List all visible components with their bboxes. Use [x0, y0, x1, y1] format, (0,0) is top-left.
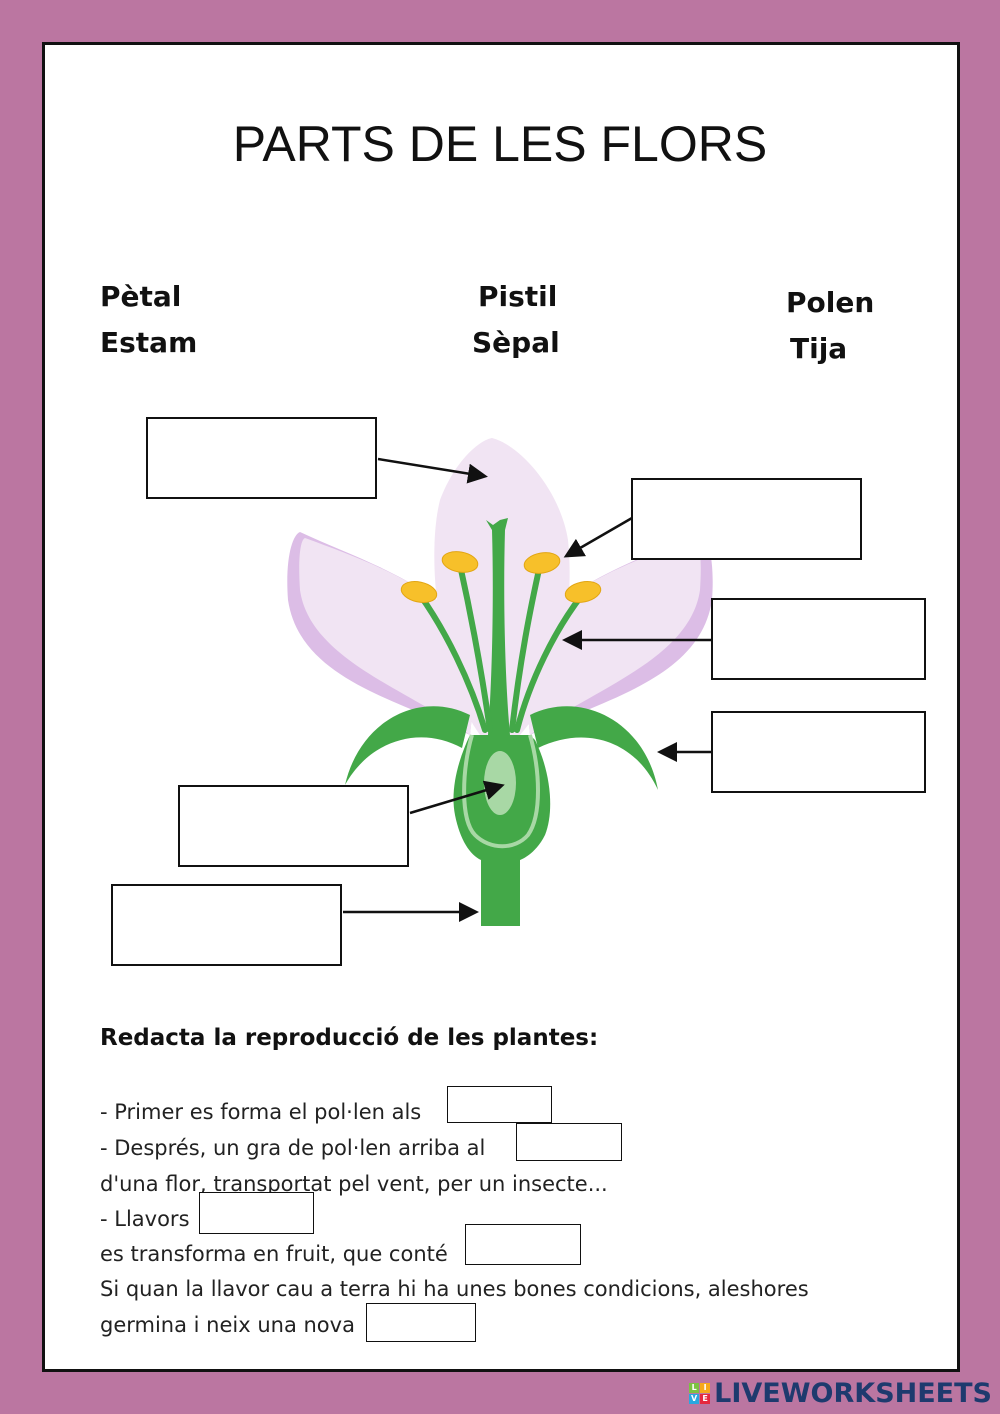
- text-line: - Llavors: [100, 1207, 190, 1231]
- text-line: germina i neix una nova: [100, 1313, 355, 1337]
- arrow: [563, 516, 633, 558]
- arrow: [409, 780, 505, 815]
- word-bank-item: Pistil: [478, 280, 558, 313]
- ovule: [484, 751, 516, 815]
- answer-field-4[interactable]: [465, 1224, 581, 1265]
- answer-box-pistil[interactable]: [178, 785, 409, 867]
- anther: [564, 581, 602, 603]
- text-line: Si quan la llavor cau a terra hi ha unes…: [100, 1277, 809, 1301]
- word-bank-item: Pètal: [100, 280, 182, 313]
- text-line: - Després, un gra de pol·len arriba al: [100, 1136, 486, 1160]
- answer-field-3[interactable]: [199, 1192, 314, 1234]
- answer-box-sepal[interactable]: [711, 711, 926, 793]
- word-bank-item: Tija: [790, 332, 848, 365]
- answer-box-stamen[interactable]: [711, 598, 926, 680]
- text-line: - Primer es forma el pol·len als: [100, 1100, 422, 1124]
- word-bank-item: Polen: [786, 286, 875, 319]
- answer-box-anther[interactable]: [631, 478, 862, 560]
- answer-field-1[interactable]: [447, 1086, 552, 1123]
- answer-field-5[interactable]: [366, 1303, 476, 1342]
- page-title: PARTS DE LES FLORS: [232, 116, 768, 172]
- text-line: d'una flor, transportat pel vent, per un…: [100, 1172, 608, 1196]
- anther: [523, 552, 561, 574]
- left-sepal: [345, 706, 470, 785]
- liveworksheets-logo: L I V E LIVEWORKSHEETS: [689, 1378, 992, 1409]
- word-bank-item: Sèpal: [472, 326, 560, 359]
- section-heading: Redacta la reproducció de les plantes:: [100, 1025, 599, 1051]
- answer-field-2[interactable]: [516, 1123, 622, 1161]
- anther: [400, 581, 438, 603]
- answer-box-petal[interactable]: [146, 417, 377, 499]
- logo-tiles-icon: L I V E: [689, 1383, 711, 1404]
- answer-box-stem[interactable]: [111, 884, 342, 966]
- right-petal-front: [520, 538, 701, 735]
- stem: [481, 848, 520, 926]
- word-bank-item: Estam: [100, 326, 198, 359]
- arrow: [377, 457, 488, 484]
- logo-text: LIVEWORKSHEETS: [714, 1378, 992, 1409]
- right-sepal: [530, 706, 658, 790]
- left-petal-front: [299, 538, 480, 735]
- anther: [441, 551, 479, 573]
- text-line: es transforma en fruit, que conté: [100, 1242, 448, 1266]
- pistil: [486, 518, 510, 735]
